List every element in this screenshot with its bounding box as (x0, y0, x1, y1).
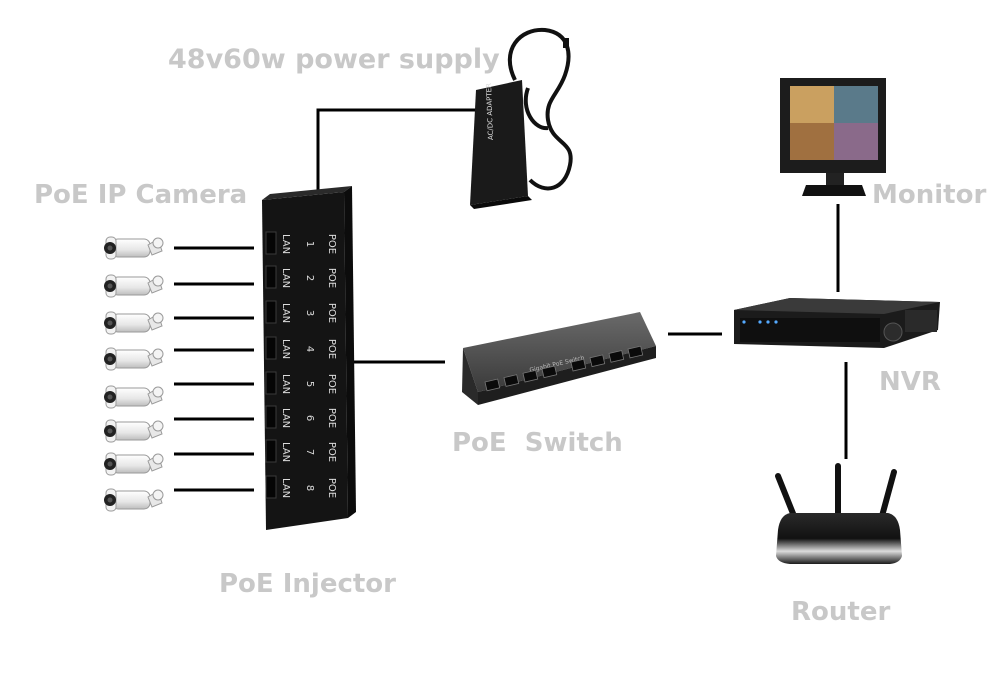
injector-port-poe-label: POE (326, 339, 337, 359)
power-cable (316, 108, 476, 192)
ip-camera (104, 347, 164, 371)
adapter-text: AC/DC ADAPTER (485, 83, 495, 140)
injector-port-jack (265, 439, 277, 463)
switch-port (484, 378, 501, 392)
injector-port-jack (265, 231, 277, 255)
injector-port-poe-label: POE (326, 234, 337, 254)
monitor-device (780, 78, 886, 196)
injector-port-jack (265, 336, 277, 360)
injector-port-poe-label: POE (326, 478, 337, 498)
injector-port-num-label: 8 (304, 485, 315, 491)
router-device (775, 463, 902, 564)
nvr-device (734, 298, 940, 348)
ip-camera (104, 274, 164, 298)
injector-port-poe-label: POE (326, 442, 337, 462)
ip-camera (104, 419, 164, 443)
power-supply-label: 48v60w power supply (168, 44, 500, 75)
injector-port-poe-label: POE (326, 303, 337, 323)
injector-port-num-label: 3 (304, 310, 315, 316)
router-label: Router (791, 597, 891, 627)
switch-ports (484, 345, 644, 392)
connection-lines (174, 108, 848, 492)
ip-camera (104, 488, 164, 512)
injector-port-lan-label: LAN (280, 234, 291, 254)
injector-port-num-label: 7 (304, 449, 315, 455)
ip-camera (104, 236, 164, 260)
injector-port-poe-label: POE (326, 374, 337, 394)
poe-switch-device: Gigabit PoE Switch (462, 312, 656, 405)
injector-port-lan-label: LAN (280, 408, 291, 428)
injector-port-poe-label: POE (326, 408, 337, 428)
switch-port (503, 374, 520, 387)
injector-port-num-label: 5 (304, 381, 315, 387)
injector-port-jack (265, 371, 277, 395)
injector-port-lan-label: LAN (280, 268, 291, 288)
nvr-label: NVR (879, 367, 941, 397)
injector-port-jack (265, 265, 277, 289)
injector-port-num-label: 6 (304, 415, 315, 421)
injector-label: PoE Injector (219, 569, 396, 599)
ip-camera (104, 311, 164, 335)
switch-port (541, 365, 558, 379)
cameras (104, 236, 164, 512)
injector-port-jack (265, 405, 277, 429)
injector-port-lan-label: LAN (280, 442, 291, 462)
ip-camera (104, 385, 164, 409)
ip-camera (104, 452, 164, 476)
injector-port-jack (265, 475, 277, 499)
injector-port-lan-label: LAN (280, 303, 291, 323)
injector-port-lan-label: LAN (280, 478, 291, 498)
injector-port-num-label: 4 (304, 346, 315, 352)
injector-port-num-label: 1 (304, 241, 315, 247)
switch-label: PoE Switch (452, 428, 623, 458)
camera-label: PoE IP Camera (34, 180, 248, 210)
switch-port (627, 345, 644, 359)
monitor-label: Monitor (872, 180, 987, 210)
injector-port-jack (265, 300, 277, 324)
power-supply-adapter: AC/DC ADAPTER (470, 27, 573, 209)
injector-port-lan-label: LAN (280, 339, 291, 359)
switch-port (608, 350, 625, 363)
injector-port-lan-label: LAN (280, 374, 291, 394)
switch-port (570, 358, 587, 372)
injector-port-num-label: 2 (304, 275, 315, 281)
injector-port-poe-label: POE (326, 268, 337, 288)
switch-port (589, 354, 606, 368)
switch-port (522, 369, 539, 383)
